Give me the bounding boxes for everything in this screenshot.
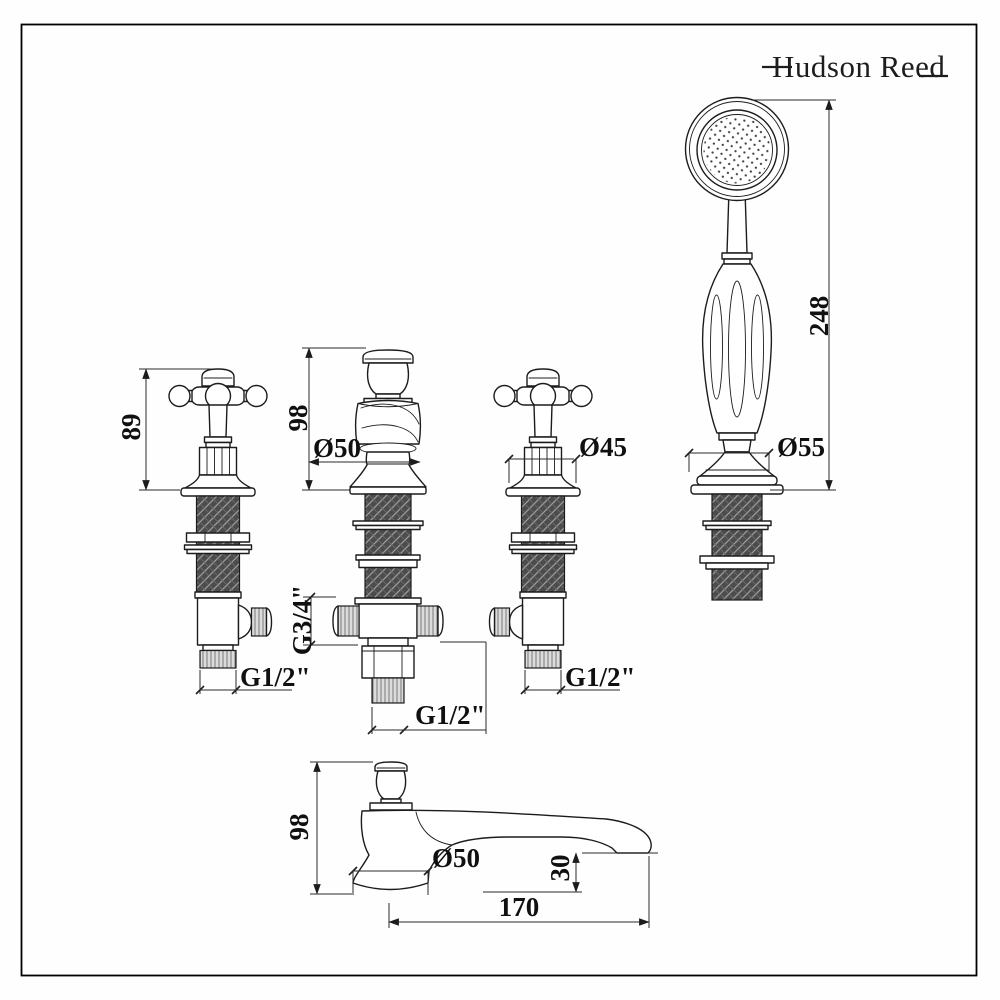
dim-spout-height: 98 (284, 761, 373, 895)
border-frame (20, 23, 978, 977)
diverter-mid-drawing (332, 349, 444, 704)
dim-label-dia50-spout: Ø50 (432, 843, 480, 873)
dim-label-98-spout: 98 (284, 814, 314, 841)
brand-logo-text: Hudson Reed (772, 49, 945, 84)
dim-label-g12-mid: G1/2" (415, 700, 486, 730)
dim-valve-right-thread: G1/2" (520, 662, 636, 695)
spout-drawing (352, 761, 652, 891)
dim-label-170: 170 (499, 892, 540, 922)
dim-label-dia45: Ø45 (579, 432, 627, 462)
brand-logo: Hudson Reed (762, 49, 948, 84)
dim-label-g12-left: G1/2" (240, 662, 311, 692)
dim-spout-outlet-drop: 30 (483, 852, 658, 893)
dim-label-30: 30 (545, 855, 575, 882)
dim-valve-left-height: 89 (116, 368, 212, 491)
dim-label-g34: G3/4" (287, 585, 317, 656)
handset-drawing (684, 96, 790, 601)
dim-valve-right-diameter: Ø45 (504, 432, 627, 483)
dim-diverter-diameter: Ø50 (308, 433, 421, 466)
dim-spout-base-diameter: Ø50 (348, 843, 480, 895)
dim-label-g12-right: G1/2" (565, 662, 636, 692)
dim-label-dia50-mid: Ø50 (313, 433, 361, 463)
spray-face-dots (703, 116, 771, 184)
dim-label-89: 89 (116, 414, 146, 441)
dim-diverter-height: 98 (283, 347, 366, 491)
dim-label-98-mid: 98 (283, 405, 313, 432)
dim-diverter-side-thread: G3/4" (287, 585, 358, 656)
dim-label-248: 248 (804, 296, 834, 337)
dim-diverter-bottom-thread: G1/2" (367, 641, 487, 735)
dim-handset-diameter: Ø55 (684, 432, 825, 472)
dim-valve-left-thread: G1/2" (195, 662, 311, 695)
dim-handset-height: 248 (751, 99, 836, 491)
dim-spout-length: 170 (388, 856, 650, 928)
valve-left-drawing (168, 368, 273, 669)
dim-label-dia55: Ø55 (777, 432, 825, 462)
valve-right-drawing (488, 368, 593, 669)
